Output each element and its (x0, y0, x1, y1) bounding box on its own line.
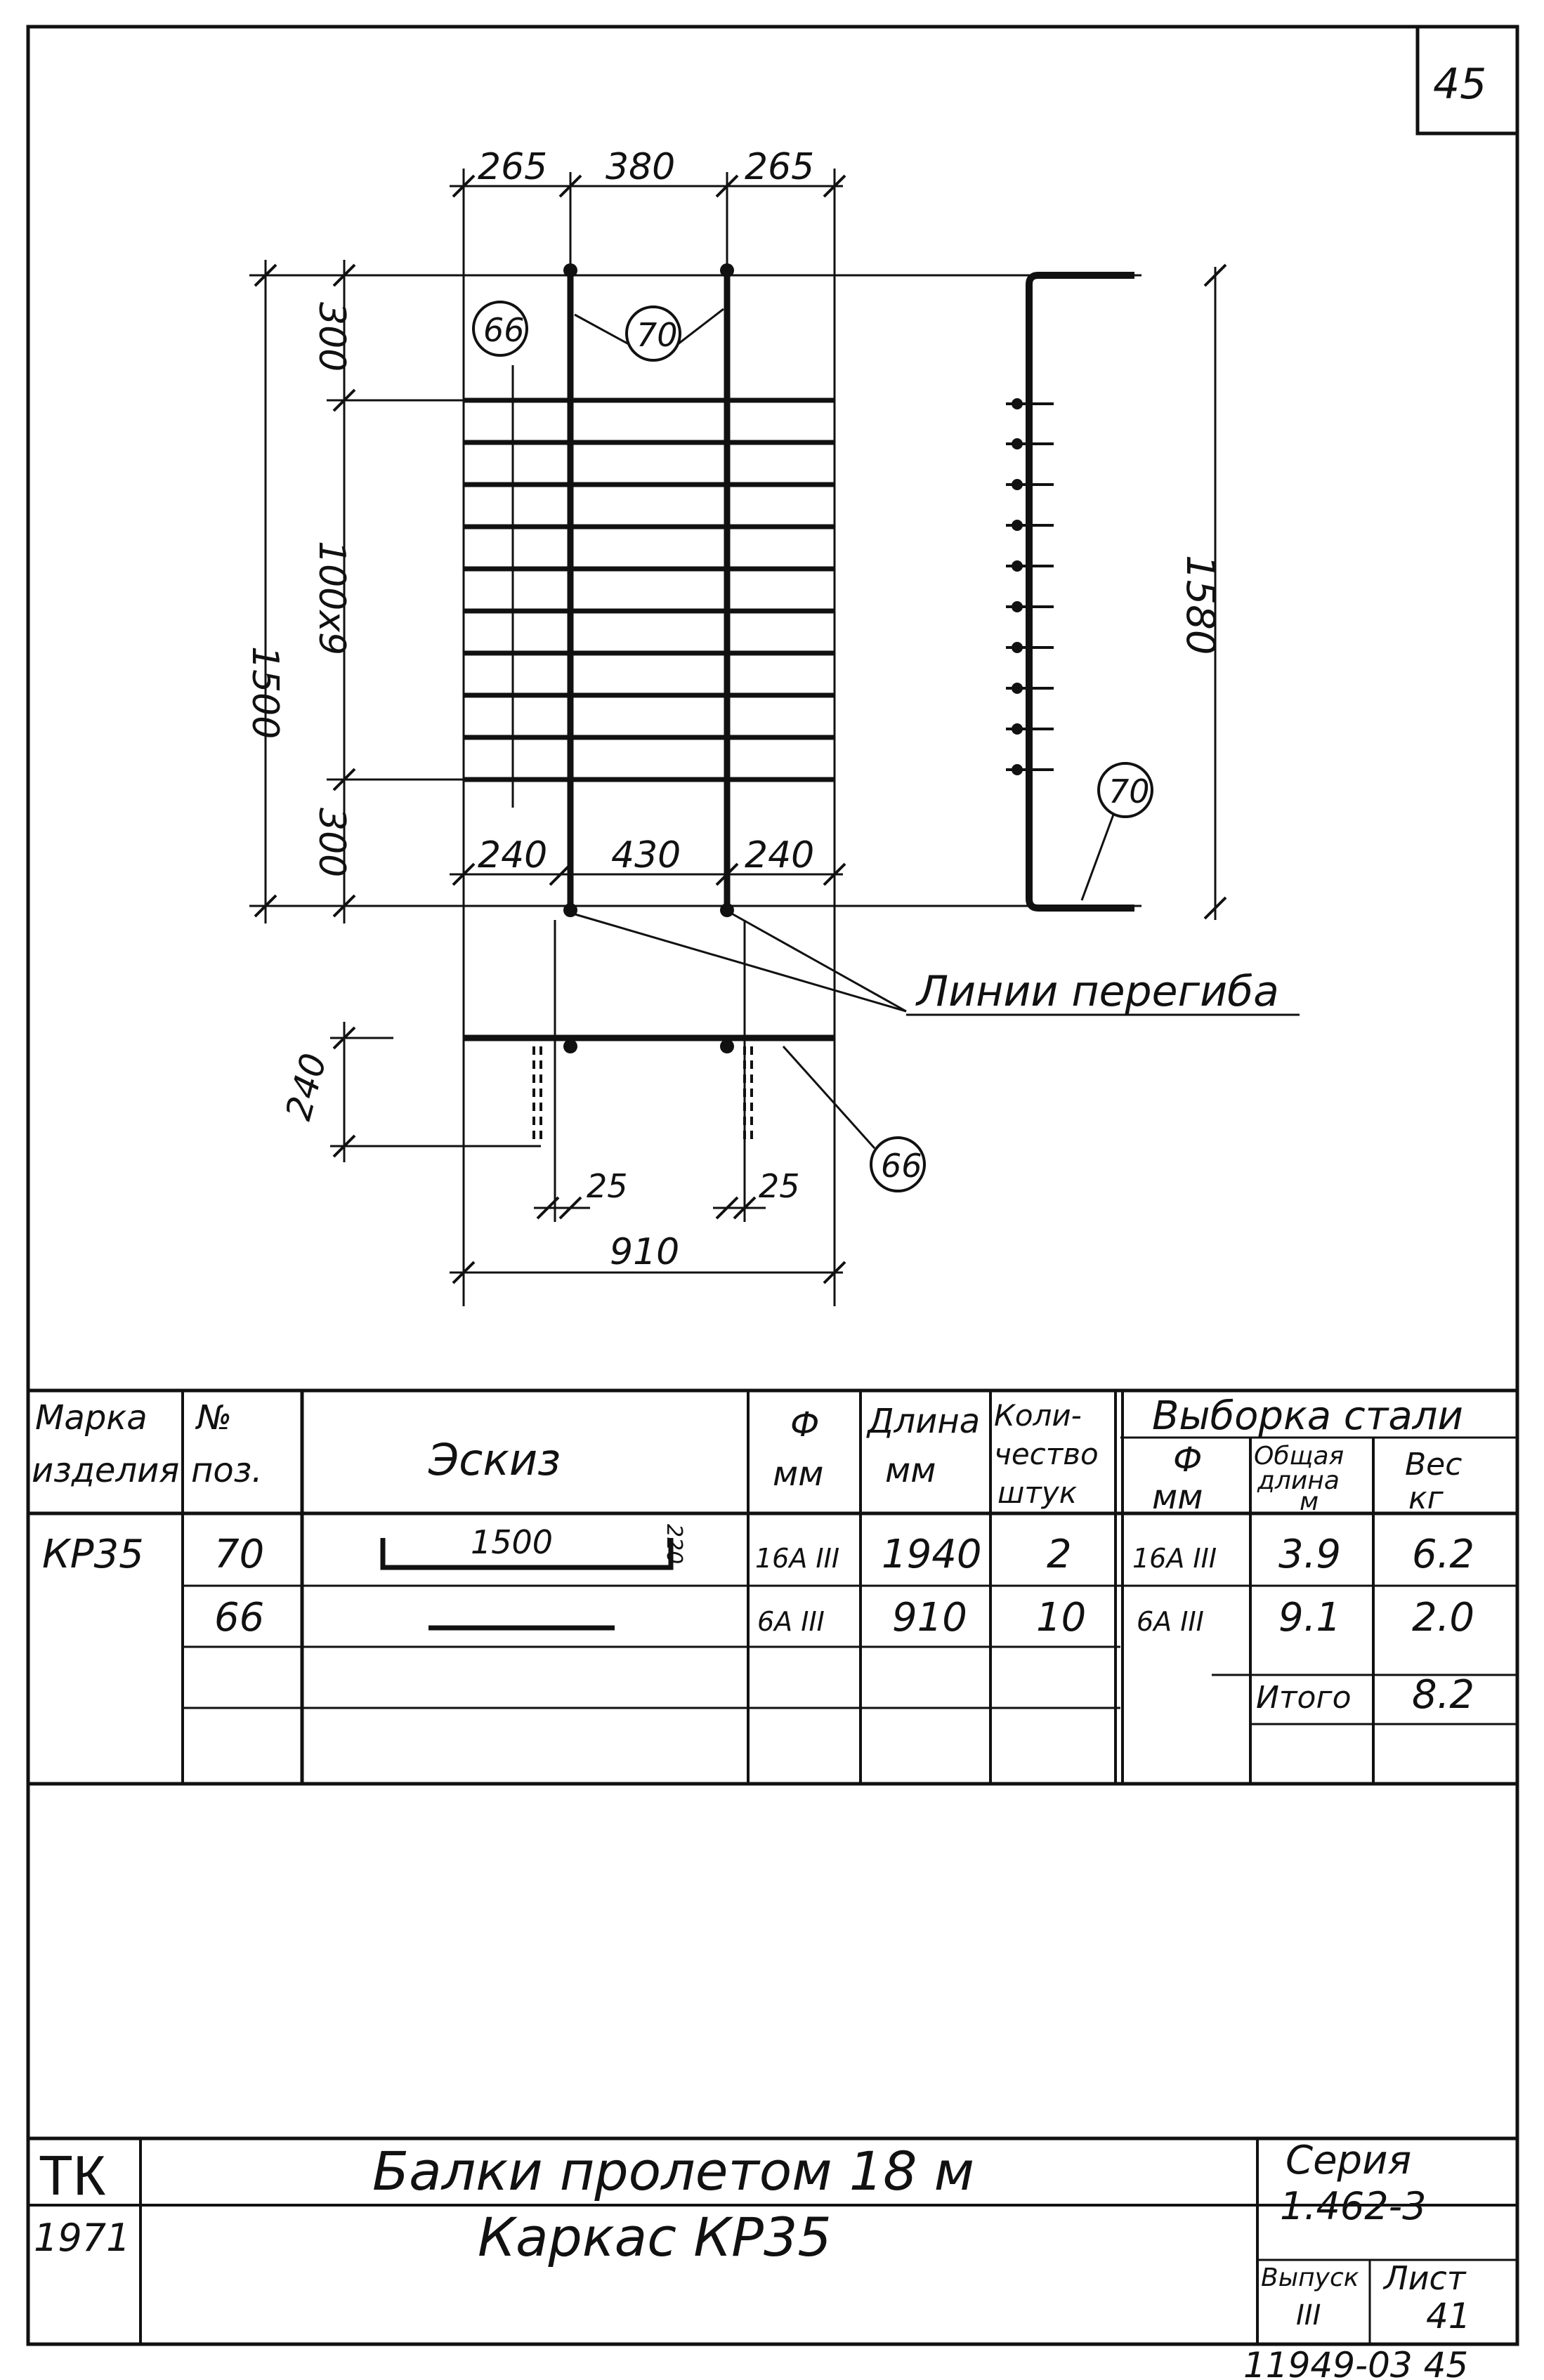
header-sketch: Эскиз (428, 1434, 561, 1485)
cell-qty-66: 10 (1036, 1595, 1086, 1641)
header-pos-2: поз. (191, 1451, 263, 1490)
cell-steel-len-66: 9.1 (1278, 1595, 1341, 1641)
bend-lines-label: Линии перегиба (915, 967, 1279, 1016)
header-qty-1: Коли- (994, 1398, 1082, 1433)
series-label: Серия (1285, 2138, 1411, 2183)
dim-offset-right: 25 (759, 1167, 800, 1205)
header-mark-1: Марка (35, 1398, 148, 1438)
cell-length-70: 1940 (882, 1532, 982, 1577)
dim-side-length: 1580 (1177, 555, 1223, 655)
header-steel-len-3: м (1300, 1487, 1319, 1516)
marker-66-label: 66 (483, 311, 525, 349)
header-steel-len-1: Общая (1254, 1442, 1344, 1471)
dim-section-height: 240 (278, 1049, 335, 1124)
dim-top-right: 265 (745, 146, 814, 188)
header-qty-2: чество (994, 1437, 1099, 1471)
header-length-2: мм (885, 1451, 936, 1490)
dim-bottom-segment: 300 (310, 808, 353, 877)
header-steel-weight-2: кг (1408, 1480, 1444, 1516)
dim-top-segment: 300 (310, 302, 353, 372)
header-length-1: Длина (866, 1402, 980, 1441)
header-mark-2: изделия (32, 1451, 179, 1490)
section-view: 240 25 25 910 66 (278, 920, 926, 1296)
marker-70-label: 70 (636, 316, 678, 354)
sketch-leg-70: 220 (662, 1524, 686, 1564)
cell-total-weight: 8.2 (1412, 1672, 1474, 1718)
header-steel-len-2: длина (1257, 1466, 1340, 1495)
cell-dia-70: 16А III (755, 1543, 839, 1574)
dim-middle-segment: 100x9 (310, 541, 353, 655)
dim-top-left: 265 (478, 146, 547, 188)
dim-overall-width: 910 (610, 1231, 679, 1273)
header-steel-group: Выборка стали (1152, 1393, 1463, 1439)
sheet-number-box (1415, 25, 1519, 136)
cell-steel-weight-66: 2.0 (1412, 1595, 1474, 1641)
sheet-label: Лист (1382, 2259, 1467, 2297)
year: 1971 (34, 2216, 130, 2260)
dim-overall-height: 1500 (244, 646, 286, 739)
section-marker-66-circle (870, 1136, 926, 1192)
cell-length-66: 910 (892, 1595, 967, 1641)
dim-bottom-left: 240 (478, 834, 547, 876)
dim-offset-left: 25 (587, 1167, 628, 1205)
issue-value: III (1296, 2299, 1321, 2332)
marker-70-circle (625, 305, 681, 362)
cell-dia-66: 6А III (757, 1606, 825, 1637)
header-steel-dia-1: Ф (1173, 1440, 1202, 1480)
footer-code: 11949-03 45 (1243, 2345, 1468, 2380)
drawing-title: Балки пролетом 18 м (372, 2140, 974, 2202)
header-qty-3: штук (997, 1475, 1078, 1510)
cell-mark: КР35 (42, 1532, 144, 1577)
header-pos-1: № (195, 1398, 232, 1438)
dim-top-middle: 380 (606, 146, 675, 188)
side-view: 1580 70 (1006, 263, 1227, 920)
sheet-frame (26, 25, 1519, 2346)
side-marker-70-circle (1097, 762, 1153, 818)
sheet-number: 45 (1433, 60, 1486, 109)
cell-pos-66: 66 (214, 1595, 264, 1641)
issue-label: Выпуск (1261, 2263, 1359, 2292)
title-block (28, 2136, 1517, 2344)
header-dia-2: мм (773, 1454, 823, 1494)
dim-bottom-right: 240 (745, 834, 814, 876)
header-dia-1: Ф (790, 1405, 819, 1445)
dim-bottom-middle: 430 (611, 834, 681, 876)
sketch-bar-70 (380, 1538, 674, 1570)
cell-total-label: Итого (1256, 1680, 1352, 1716)
marker-66-circle (472, 301, 528, 357)
sketch-length-70: 1500 (471, 1523, 553, 1561)
section-marker-66-label: 66 (881, 1147, 922, 1185)
cell-qty-70: 2 (1047, 1532, 1072, 1577)
cell-steel-dia-70: 16А III (1132, 1543, 1217, 1574)
series-value: 1.462-3 (1280, 2184, 1426, 2228)
spec-table (28, 1388, 1517, 1786)
cell-steel-dia-66: 6А III (1137, 1606, 1204, 1637)
side-marker-70-label: 70 (1108, 772, 1150, 810)
transverse-bars-66 (464, 397, 835, 782)
header-steel-dia-2: мм (1152, 1478, 1203, 1517)
cell-pos-70: 70 (214, 1532, 264, 1577)
cell-steel-len-70: 3.9 (1278, 1532, 1341, 1577)
header-steel-weight-1: Вес (1405, 1447, 1462, 1482)
org-code: ТК (39, 2144, 106, 2207)
cell-steel-weight-70: 6.2 (1412, 1532, 1474, 1577)
drawing-subtitle: Каркас КР35 (478, 2206, 832, 2268)
plan-view: 265 380 265 1500 300 100x9 300 (244, 146, 1141, 1306)
sheet-value: 41 (1426, 2296, 1471, 2336)
